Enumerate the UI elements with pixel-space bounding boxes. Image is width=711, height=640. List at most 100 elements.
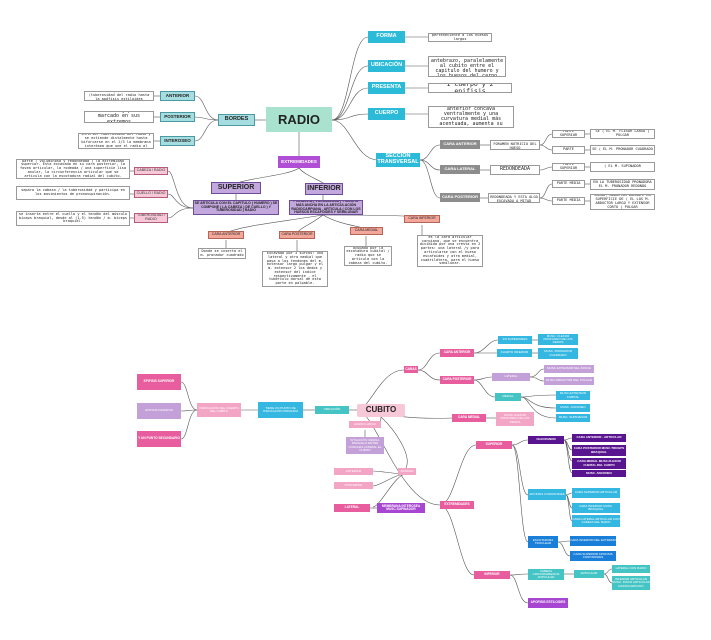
cubito-tr-cara-superior: CARA SUPERIOR APOFISIS CORONOIDES — [570, 551, 616, 561]
radio-ubicacion-text: parte lateral del antebrazo, paralelamen… — [428, 56, 506, 77]
radio-borde-interoseo-node: INTEROSEO — [160, 136, 195, 146]
radio-borde-interoseo-text: cortante, nace en la parte inferior tube… — [78, 133, 154, 149]
radio-superior-node: SUPERIOR — [211, 182, 261, 194]
cubito-co-cara-inferior: CARA INFERIOR MUSC. BRAQUIAL — [572, 503, 620, 513]
cubito-punto-secundario: Y UN PUNTO SECUNDARIO — [137, 431, 181, 447]
radio-borde-posterior-text: Es romo y poco marcado en sus extremos — [84, 111, 154, 123]
radio-pm2-text: LARGO, ABDUCTOR DURANTE LA SUPERFICIE DE… — [590, 194, 655, 210]
radio-ubicacion-node: UBICACIÓN — [368, 60, 405, 72]
cubito-inferior-node: INFERIOR — [474, 571, 510, 579]
radio-parte-media-2: PARTE MEDIA — [552, 197, 585, 205]
cubito-cuarto-inferior: CUARTO INFERIOR — [497, 349, 532, 357]
cubito-ol-cara-anterior: CARA ANTERIOR - ARTICULAR — [572, 434, 626, 442]
radio-tuberosidad-node: TUBEROSIDAD / RADIO — [134, 213, 168, 223]
cubito-situacion: SITUACIÓN: MEDIAL PARALELO ENTRE CODOLES… — [346, 437, 384, 454]
radio-ci-posterior-text: Excavado por 3 surcos: uno lateral y otr… — [262, 251, 328, 287]
cubito-membrana-interosea: MEMBRANA INTEROSEA MUSC.SUPINADOR — [377, 503, 425, 513]
cubito-ol-cara-medial: CARA MEDIAL MUSC.FLEXOR CUBITAL DEL CARP… — [572, 458, 626, 469]
radio-cara-lateral-node: CARA LATERAL — [440, 165, 480, 174]
cubito-extensor-indice: MUSC.EXTENSOR DEL ÍNDICE — [544, 365, 594, 373]
radio-borde-anterior-node: ANTERIOR — [160, 91, 195, 101]
cubito-medial-flexor: MUSC.FLEXOR PROFUNDO DE LOS DEDOS — [496, 412, 534, 426]
radio-pm1-text: EN LA TUBEROSIDAD PRONADORA EL M. PRONAD… — [590, 179, 655, 190]
radio-cara-posterior-node: CARA POSTERIOR — [440, 193, 480, 202]
cubito-superior-node: SUPERIOR — [476, 441, 512, 449]
cubito-extremidades-node: EXTREMIDADES — [440, 501, 474, 509]
cubito-pronador-cuadrado: MUSC. PRONADOR CUADRADO — [538, 348, 578, 359]
radio-parte-superior-2: PARTE SUPERIOR — [552, 163, 585, 171]
cubito-title: CUBITO — [357, 404, 405, 417]
radio-title: RADIO — [266, 107, 332, 132]
radio-cabeza-text: parte ( voluminosa y redondeada ) la ext… — [16, 159, 130, 179]
radio-ci-inferior-text: es la cara articular carpiana, que se en… — [417, 235, 483, 267]
cubito-cara-anterior: CARA ANTERIOR — [440, 349, 474, 357]
cubito-hueso-largo: HUESO LARGO — [349, 421, 381, 428]
cubito-borde-posterior: POSTERIOR — [334, 482, 373, 489]
cubito-extensor-cubital: MUSC.EXTENSOR CUBITAL — [556, 391, 590, 400]
radio-presenta-text: 1 cuerpo y 2 epifisis — [428, 83, 512, 93]
radio-ci-inferior-node: CARA INFERIOR — [404, 215, 440, 223]
radio-p1-text: SE ( EL M. PRONADOR CUADRADO — [590, 145, 655, 155]
cubito-borde-lateral: LATERAL — [334, 504, 370, 512]
radio-cuello-node: CUELLO / RADIO — [134, 190, 168, 198]
cubito-caras-node: CARAS — [404, 366, 418, 373]
radio-cara-anterior-text: PLANA PRESENTA EL FORAMEN NUTRICIO DEL H… — [490, 140, 540, 150]
radio-cara-lateral-text: REDONDEADA — [490, 165, 540, 175]
cubito-coronoides: APOFISIS CORONOIDES — [528, 489, 566, 500]
cubito-epifisis-superior: EPIFISIS SUPERIOR — [137, 374, 181, 390]
radio-ci-medial-text: ocupado por la escotadura cubital / radi… — [344, 246, 392, 266]
radio-ps1-text: SE ( EL M. FLEXOR LARGO ) PULGAR — [590, 129, 655, 139]
cubito-2-3-superiores: 2/3 SUPERIORES — [498, 336, 532, 344]
radio-ci-posterior-node: CARA POSTERIOR — [279, 231, 315, 239]
cubito-borde-anterior: ANTERIOR — [334, 468, 373, 475]
cubito-cara-medial: CARA MEDIAL — [452, 414, 486, 422]
radio-parte-1: PARTE — [552, 146, 585, 154]
cubito-ol-cara-posterior: CARA POSTERIOR MUSC.TRICEPS BRAQUIAL — [572, 445, 626, 456]
cubito-tr-cara-inferior: CARA INFERIOR DEL EXTREMO — [570, 536, 616, 546]
cubito-bordes-node: BORDES — [398, 468, 416, 475]
cubito-cara-posterior: CARA POSTERIOR — [440, 376, 474, 384]
cubito-anconeo-medial: MUSC. ANCONEO — [556, 404, 590, 412]
radio-borde-anterior-text: desde la parte inferior (tuberosidad del… — [84, 91, 154, 101]
radio-parte-superior-1: PARTE SUPERIOR — [552, 130, 585, 138]
radio-cabeza-node: CABEZA / RADIO — [134, 167, 168, 175]
radio-forma-node: FORMA — [368, 31, 405, 43]
cubito-lateral-radio: LATERAL CON RADIO — [612, 565, 650, 573]
cubito-lateral-node: LATERAL — [492, 373, 530, 381]
cubito-ubicacion-node: UBICACIÓN — [315, 406, 349, 414]
radio-borde-posterior-node: POSTERIOR — [160, 112, 195, 122]
cubito-inferior-articular: INFERIOR ARTICULAR MUSC. DISCO ARTICULAR… — [612, 576, 650, 590]
cubito-supinador: MUSC. SUPINADOR — [556, 414, 590, 422]
cubito-abductor-pulgar: MUSC.ABDUCTOR DEL PULGAR — [544, 377, 594, 385]
cubito-articular: ARTICULAR — [574, 570, 604, 578]
radio-ci-anterior-text: Donde se inserta el m. pronador cuadrado — [198, 248, 246, 259]
cubito-olecranon: OLECRANON — [528, 436, 564, 444]
radio-seccion-transversal-node: SECCIÓN TRANSVERSAL — [376, 153, 420, 167]
cubito-co-cara-superior: CARA SUPERIOR ARTICULAR — [572, 488, 620, 498]
radio-bordes-node: BORDES — [218, 114, 255, 126]
radio-superior-text: SE ARTICULA CON EL CAPITULO ( HUMERO ) S… — [193, 200, 279, 215]
cubito-flexor-profundo: MUSC. FLEXOR PROFUNDO DE LOS DEDOS — [538, 334, 578, 345]
radio-cuerpo-text: presenta una curvatura anterior cóncava … — [428, 106, 514, 128]
radio-inferior-text: PRESENTA ( VOLUMINOSA ) Y MUCHO MÁS ANCH… — [289, 200, 363, 215]
cubito-epifisis-inferior: EPIFISIS INFERIOR — [137, 403, 181, 419]
radio-parte-media-1: PARTE MEDIA — [552, 180, 585, 188]
radio-cara-anterior-node: CARA ANTERIOR — [440, 140, 480, 149]
radio-inferior-node: INFERIOR — [305, 183, 343, 195]
cubito-osificacion-primario: TIENE UN PUNTO DE OSIFICACIÓN PRIMARIO — [258, 402, 303, 418]
radio-cuello-text: separa la cabeza / la tuberosidad y part… — [16, 186, 130, 200]
radio-extremidades-node: EXTREMIDADES — [278, 156, 320, 168]
radio-cuerpo-node: CUERPO — [368, 108, 405, 120]
cubito-cabeza: CABEZA CIRCUNFERENCIA ARTICULAR — [528, 569, 564, 580]
cubito-estiloides: APOFISIS ESTILOIDES — [528, 598, 568, 608]
radio-ps2-text: ( EL M. SUPINADOR — [590, 162, 655, 172]
radio-forma-text: perteneciente a los huesos largos — [428, 33, 492, 42]
cubito-osificacion-cuerpo: OSIFICACIÓN DEL CUERPO DEL CUBITO — [197, 403, 241, 417]
cubito-escotadura-troclear: ESCOTADURA TROCLEAR — [528, 536, 558, 548]
radio-tuberosidad-text: se inserta entre el cuello y el tendón d… — [16, 211, 130, 226]
cubito-medial-node: MEDIAL — [495, 393, 521, 401]
radio-presenta-node: PRESENTA — [368, 82, 405, 94]
radio-ci-medial-node: CARA MEDIAL — [350, 227, 383, 235]
cubito-co-cara-lateral: CARA LATERAL ARTICULAR CON CABEZA DEL RA… — [572, 515, 620, 527]
radio-cara-posterior-text: PARTE SUPERIOR REDONDEADA Y ESTA ALGO EX… — [488, 193, 540, 203]
